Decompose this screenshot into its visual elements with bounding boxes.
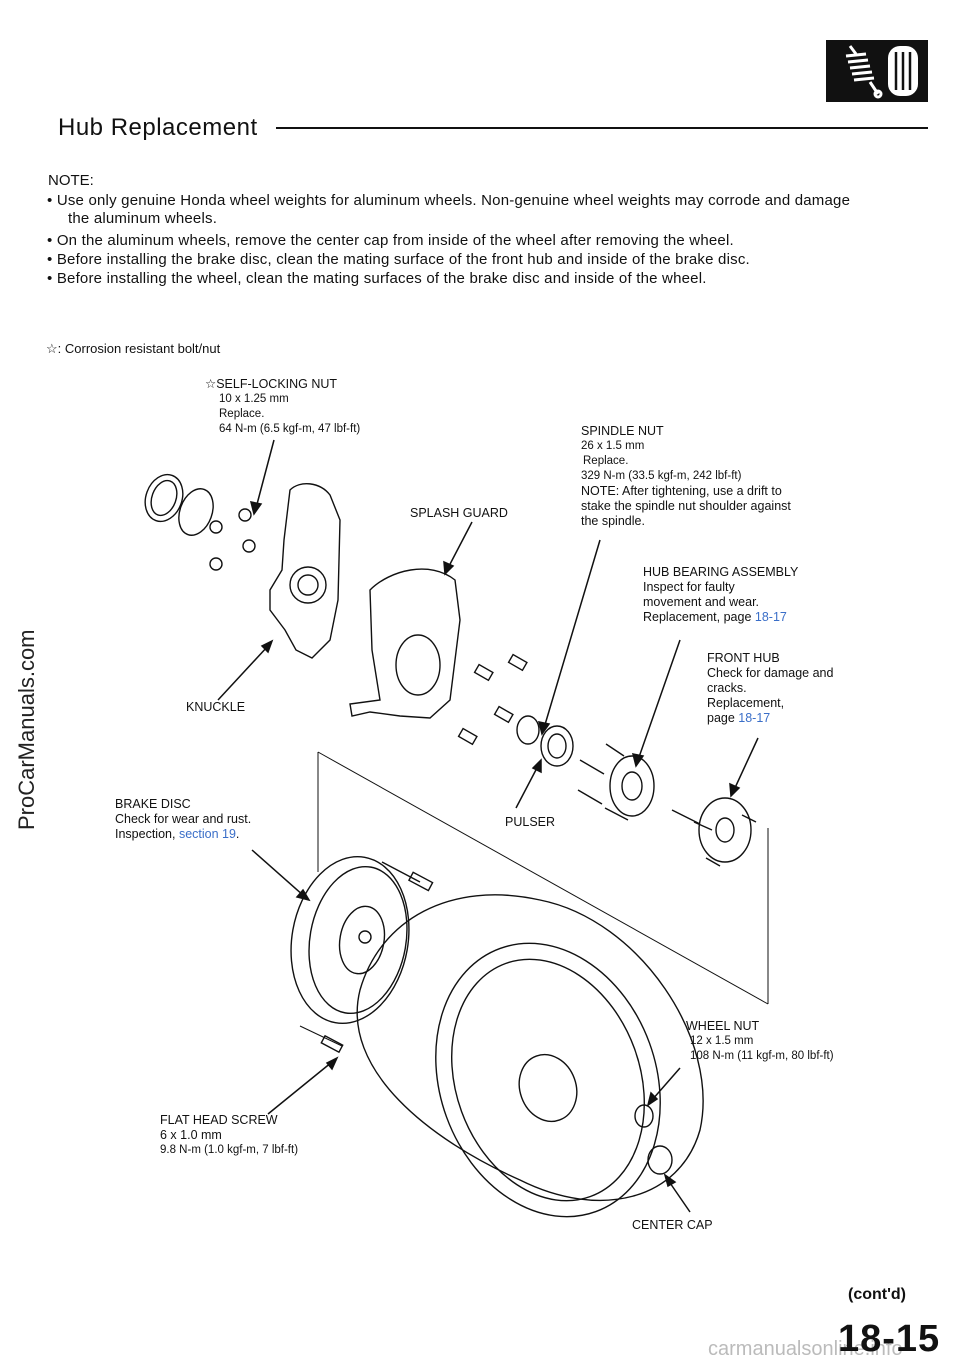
- front-hub-label: FRONT HUB Check for damage and cracks. R…: [707, 651, 834, 725]
- brake-disc-section-link[interactable]: section 19: [178, 827, 236, 841]
- continued-label: (cont'd): [848, 1286, 907, 1303]
- wheel-shape: [356, 894, 704, 1218]
- splash-guard-shape: [349, 568, 461, 719]
- brake-disc-shape: [290, 855, 410, 1025]
- note-item: • Use only genuine Honda wheel weights f…: [47, 192, 851, 209]
- hub-bearing-page-link[interactable]: 18-17: [754, 610, 787, 624]
- footer-watermark: carmanualsonline.info: [708, 1338, 903, 1360]
- legend: ☆: Corrosion resistant bolt/nut: [46, 341, 221, 356]
- brake-disc-label: BRAKE DISC Check for wear and rust. Insp…: [115, 797, 252, 841]
- guard-bolts: [457, 653, 528, 746]
- wheel-nut-label: WHEEL NUT 12 x 1.5 mm 108 N-m (11 kgf-m,…: [686, 1019, 834, 1062]
- note-item: • Before installing the wheel, clean the…: [47, 270, 707, 287]
- knuckle-label: KNUCKLE: [186, 700, 246, 714]
- note-item: the aluminum wheels.: [68, 210, 218, 227]
- spindle-nut-label: SPINDLE NUT 26 x 1.5 mm Replace. 329 N-m…: [581, 424, 791, 528]
- knuckle-shape: [269, 483, 341, 659]
- note-heading: NOTE:: [48, 172, 94, 189]
- hub-bearing-label: HUB BEARING ASSEMBLY Inspect for faulty …: [643, 565, 799, 624]
- page-number: 18-15: [838, 1318, 941, 1360]
- pulser-label: PULSER: [505, 815, 556, 829]
- splash-guard-label: SPLASH GUARD: [410, 506, 508, 520]
- flat-head-screw-label: FLAT HEAD SCREW 6 x 1.0 mm 9.8 N-m (1.0 …: [160, 1113, 299, 1156]
- suspension-section-icon: [826, 40, 928, 102]
- center-cap-label: CENTER CAP: [632, 1218, 713, 1232]
- note-item: • Before installing the brake disc, clea…: [47, 251, 750, 268]
- hub-bearing-shape: [577, 743, 655, 821]
- front-hub-shape: [671, 797, 757, 867]
- self-locking-nuts: [209, 508, 256, 571]
- front-hub-page-link[interactable]: 18-17: [738, 711, 771, 725]
- seal-ring: [144, 473, 214, 536]
- self-locking-nut-label: ☆SELF-LOCKING NUT 10 x 1.25 mm Replace. …: [205, 377, 361, 435]
- page-title: Hub Replacement: [58, 114, 258, 141]
- title-rule: [276, 127, 928, 129]
- note-item: • On the aluminum wheels, remove the cen…: [47, 232, 734, 249]
